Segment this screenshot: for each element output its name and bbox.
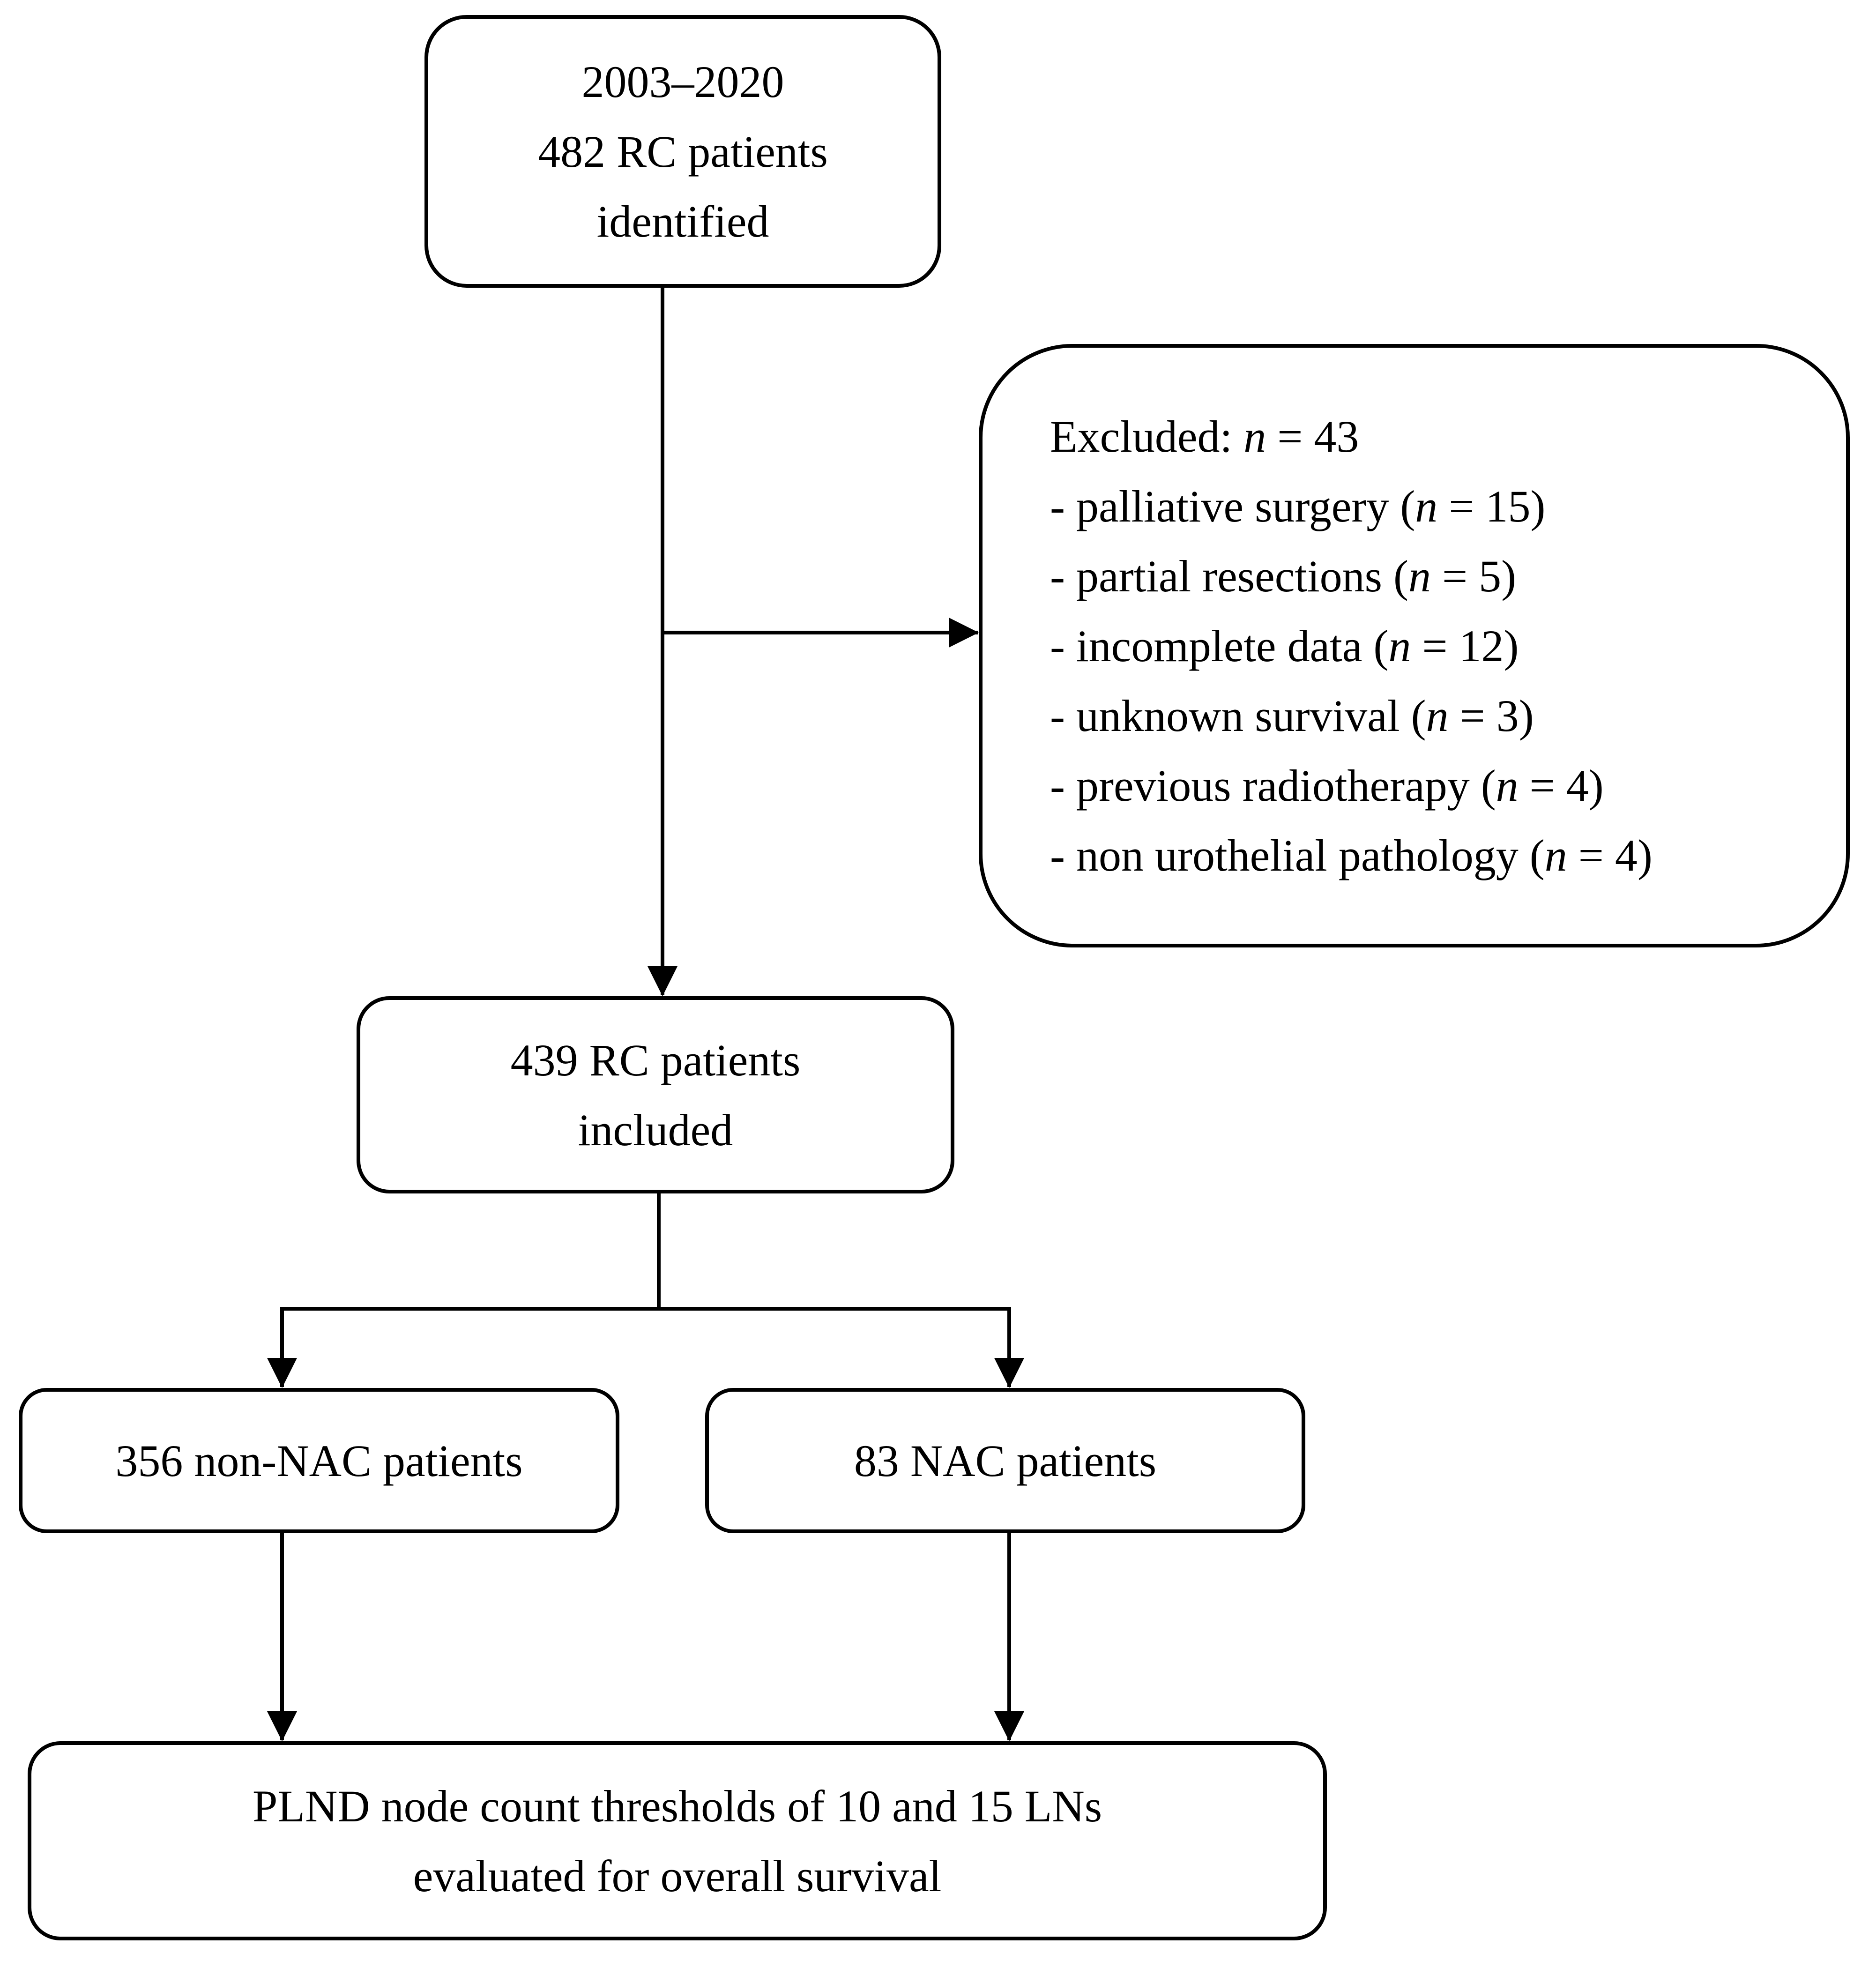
excluded-item-non-urothelial-pathology: - non urothelial pathology (n = 4) [1050,820,1653,890]
excluded-item-n: n [1388,620,1411,671]
excluded-item-n: n [1426,690,1449,741]
box-evaluation-line-1: PLND node count thresholds of 10 and 15 … [252,1781,1102,1831]
excluded-item-n: n [1408,551,1431,601]
excluded-item-palliative-surgery: - palliative surgery (n = 15) [1050,471,1545,541]
excluded-header-prefix: Excluded: [1050,411,1244,462]
excluded-item-label: - palliative surgery ( [1050,481,1415,531]
excluded-item-label: - partial resections ( [1050,551,1408,601]
excluded-item-count: = 15) [1437,481,1546,531]
excluded-item-n: n [1415,481,1438,531]
excluded-item-label: - non urothelial pathology ( [1050,830,1545,880]
excluded-header-count: = 43 [1266,411,1359,462]
excluded-item-incomplete-data: - incomplete data (n = 12) [1050,611,1519,681]
excluded-item-count: = 4) [1518,760,1604,811]
excluded-item-label: - previous radiotherapy ( [1050,760,1496,811]
excluded-item-count: = 12) [1411,620,1519,671]
box-excluded: Excluded: n = 43 - palliative surgery (n… [979,344,1850,947]
box-non-nac-line-1: 356 non-NAC patients [115,1435,523,1486]
box-identified-line-3: identified [596,196,769,246]
excluded-item-count: = 3) [1448,690,1534,741]
box-evaluation: PLND node count thresholds of 10 and 15 … [28,1741,1327,1940]
excluded-item-n: n [1496,760,1519,811]
excluded-item-count: = 4) [1567,830,1653,880]
excluded-item-label: - incomplete data ( [1050,620,1389,671]
excluded-header-n: n [1243,411,1266,462]
excluded-item-unknown-survival: - unknown survival (n = 3) [1050,681,1534,751]
excluded-item-partial-resections: - partial resections (n = 5) [1050,541,1516,611]
box-included-line-2: included [578,1104,733,1155]
excluded-item-previous-radiotherapy: - previous radiotherapy (n = 4) [1050,751,1604,820]
excluded-item-label: - unknown survival ( [1050,690,1426,741]
box-identified: 2003–2020 482 RC patients identified [424,15,941,288]
box-included-line-1: 439 RC patients [510,1035,801,1085]
excluded-header: Excluded: n = 43 [1050,402,1359,471]
box-evaluation-line-2: evaluated for overall survival [413,1850,942,1901]
box-non-nac: 356 non-NAC patients [19,1388,619,1533]
box-nac: 83 NAC patients [705,1388,1305,1533]
box-identified-line-1: 2003–2020 [581,56,784,107]
box-nac-line-1: 83 NAC patients [854,1435,1157,1486]
excluded-item-n: n [1544,830,1567,880]
box-identified-line-2: 482 RC patients [538,126,828,177]
box-included: 439 RC patients included [357,996,954,1193]
excluded-item-count: = 5) [1431,551,1517,601]
